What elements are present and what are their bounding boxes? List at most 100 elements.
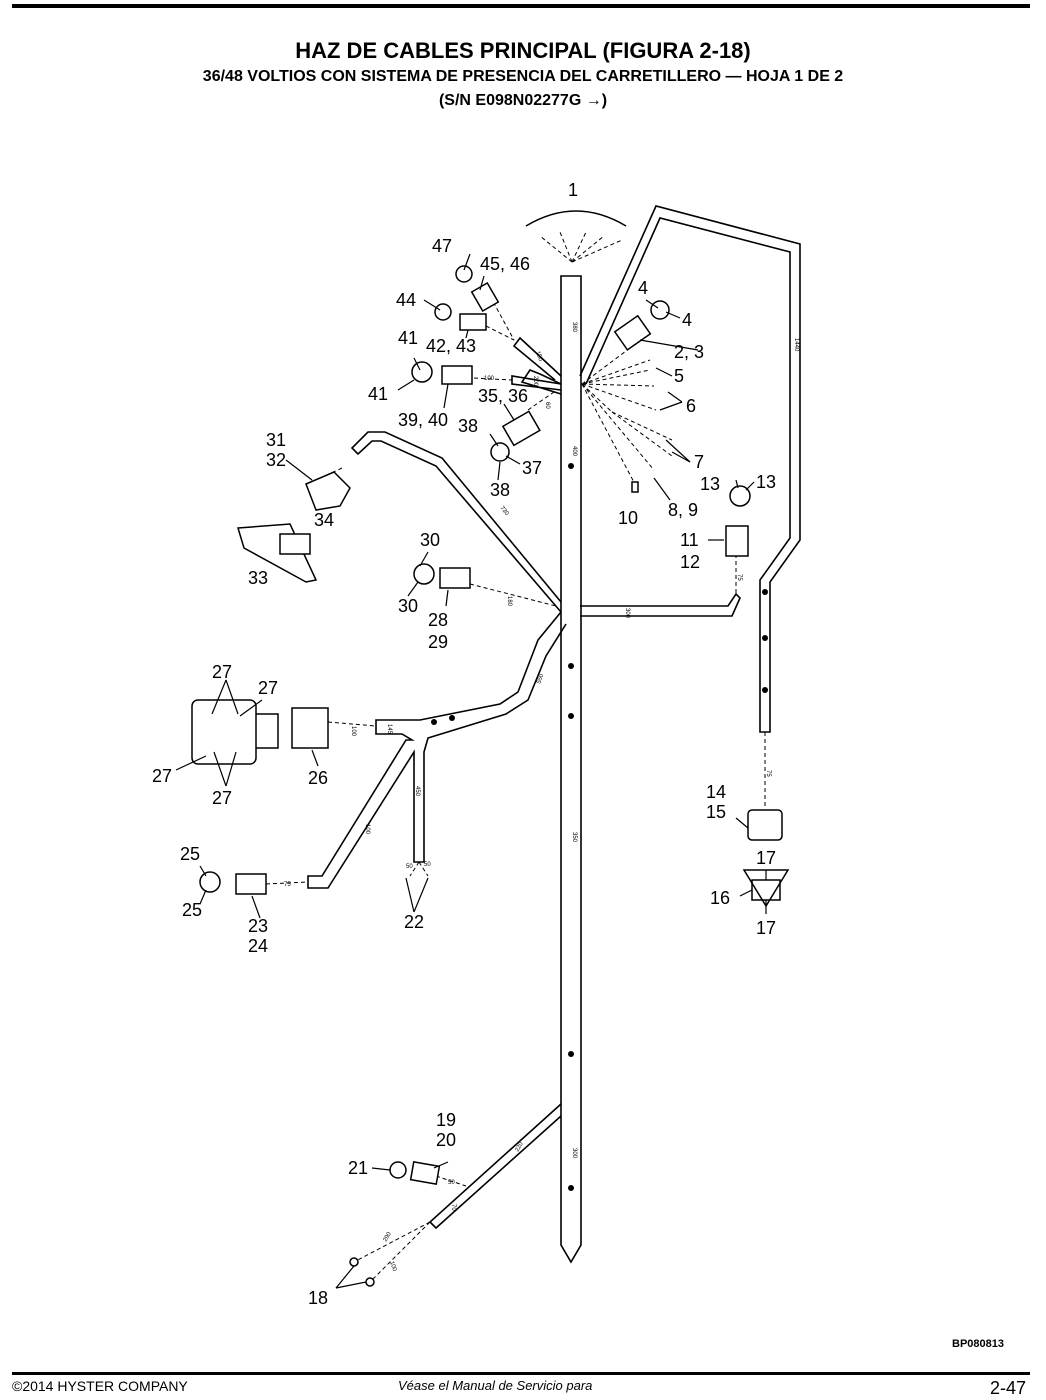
branch-item-11 <box>580 592 741 617</box>
callout-27a: 27 <box>212 662 232 682</box>
callout-19: 19 <box>436 1110 456 1130</box>
callout-25a: 25 <box>180 844 200 864</box>
arm-35 <box>520 369 562 395</box>
dim-380: 380 <box>571 322 577 333</box>
dim-50c: 50 <box>448 1180 455 1186</box>
callout-15: 15 <box>706 802 726 822</box>
connector-27-latch <box>256 713 279 749</box>
callout-47: 47 <box>432 236 452 256</box>
branch-item-31 <box>350 431 562 613</box>
callout-14: 14 <box>706 782 726 802</box>
callout-8-9: 8, 9 <box>668 500 698 520</box>
dim-75c: 75 <box>765 770 771 777</box>
connector-31 <box>305 471 351 511</box>
dim-450: 450 <box>414 786 420 797</box>
callout-11: 11 <box>680 530 699 550</box>
connector-28 <box>439 567 471 589</box>
dim-400: 400 <box>571 446 577 457</box>
callout-4b: 4 <box>682 310 692 330</box>
callout-27d: 27 <box>212 788 232 808</box>
dim-550: 550 <box>536 673 545 685</box>
connector-18b <box>365 1277 375 1287</box>
right-long-branch <box>579 205 801 733</box>
callout-12: 12 <box>680 552 700 572</box>
callout-18: 18 <box>308 1288 328 1308</box>
dim-100c: 100 <box>364 824 370 835</box>
connector-44 <box>434 303 452 321</box>
callout-24: 24 <box>248 936 268 956</box>
dim-100d: 100 <box>388 1261 397 1273</box>
callout-25b: 25 <box>182 900 202 920</box>
connector-14 <box>747 809 783 841</box>
connector-41 <box>411 361 433 383</box>
callout-41a: 41 <box>398 328 418 348</box>
figure-code: BP080813 <box>952 1338 1004 1350</box>
branch-item-19 <box>428 1103 562 1230</box>
dim-50b: 50 <box>424 862 431 868</box>
callout-7: 7 <box>694 452 704 472</box>
callout-33: 33 <box>248 568 268 588</box>
callout-17b: 17 <box>756 918 776 938</box>
connector-35 <box>501 410 541 447</box>
connector-26 <box>291 707 329 749</box>
callout-22: 22 <box>404 912 424 932</box>
bottom-rule <box>12 1372 1030 1375</box>
connector-25 <box>199 871 221 893</box>
callout-17a: 17 <box>756 848 776 868</box>
dim-150: 150 <box>534 351 543 363</box>
dim-220: 220 <box>515 1141 526 1153</box>
connector-10 <box>631 481 639 493</box>
branch-lower-left <box>307 611 567 889</box>
connector-13 <box>729 485 751 507</box>
main-trunk <box>560 275 582 1264</box>
callout-2-3: 2, 3 <box>674 342 704 362</box>
dim-75b: 75 <box>736 574 742 581</box>
connector-39 <box>441 365 473 385</box>
callout-35-36: 35, 36 <box>478 386 528 406</box>
callout-16: 16 <box>710 888 730 908</box>
dim-350: 350 <box>571 832 577 843</box>
connector-18a <box>349 1257 359 1267</box>
dim-145: 145 <box>386 724 392 735</box>
page-number: 2-47 <box>990 1378 1027 1398</box>
callout-39-40: 39, 40 <box>398 410 448 430</box>
connector-23 <box>235 873 267 895</box>
callout-13a: 13 <box>700 474 720 494</box>
dim-75a: 75 <box>284 882 291 888</box>
page-subtitle: 36/48 VOLTIOS CON SISTEMA DE PRESENCIA D… <box>202 68 844 85</box>
dim-1440: 1440 <box>793 338 799 352</box>
dim-70: 70 <box>450 1204 456 1211</box>
callout-42-43: 42, 43 <box>426 336 476 356</box>
footer-copyright: ©2014 HYSTER COMPANY <box>12 1378 188 1394</box>
callout-34: 34 <box>314 510 334 530</box>
callout-23: 23 <box>248 916 268 936</box>
page-title: HAZ DE CABLES PRINCIPAL (FIGURA 2-18) <box>295 38 751 63</box>
callout-5: 5 <box>674 366 684 386</box>
connector-21 <box>389 1161 407 1179</box>
dim-180: 180 <box>506 596 512 607</box>
footer-note: Véase el Manual de Servicio para <box>398 1378 593 1393</box>
connector-4 <box>650 300 670 320</box>
dim-100b: 100 <box>350 726 356 737</box>
dim-100a: 100 <box>484 376 495 382</box>
callout-29: 29 <box>428 632 448 652</box>
connector-27-housing <box>191 699 257 765</box>
callout-38b: 38 <box>490 480 510 500</box>
dim-300b: 300 <box>571 1148 577 1159</box>
dim-200: 200 <box>532 376 538 387</box>
dim-290: 290 <box>383 1231 394 1243</box>
callout-30b: 30 <box>398 596 418 616</box>
callout-28: 28 <box>428 610 448 630</box>
callout-38a: 38 <box>458 416 478 436</box>
callout-6: 6 <box>686 396 696 416</box>
connector-2 <box>613 314 652 351</box>
dim-50a: 50 <box>406 864 413 870</box>
callout-1: 1 <box>568 180 578 200</box>
connector-11 <box>725 525 749 557</box>
callout-37: 37 <box>522 458 542 478</box>
connector-1-arc <box>525 210 627 227</box>
callout-32: 32 <box>266 450 286 470</box>
dim-730: 730 <box>498 505 509 517</box>
callout-41b: 41 <box>368 384 388 404</box>
callout-26: 26 <box>308 768 328 788</box>
